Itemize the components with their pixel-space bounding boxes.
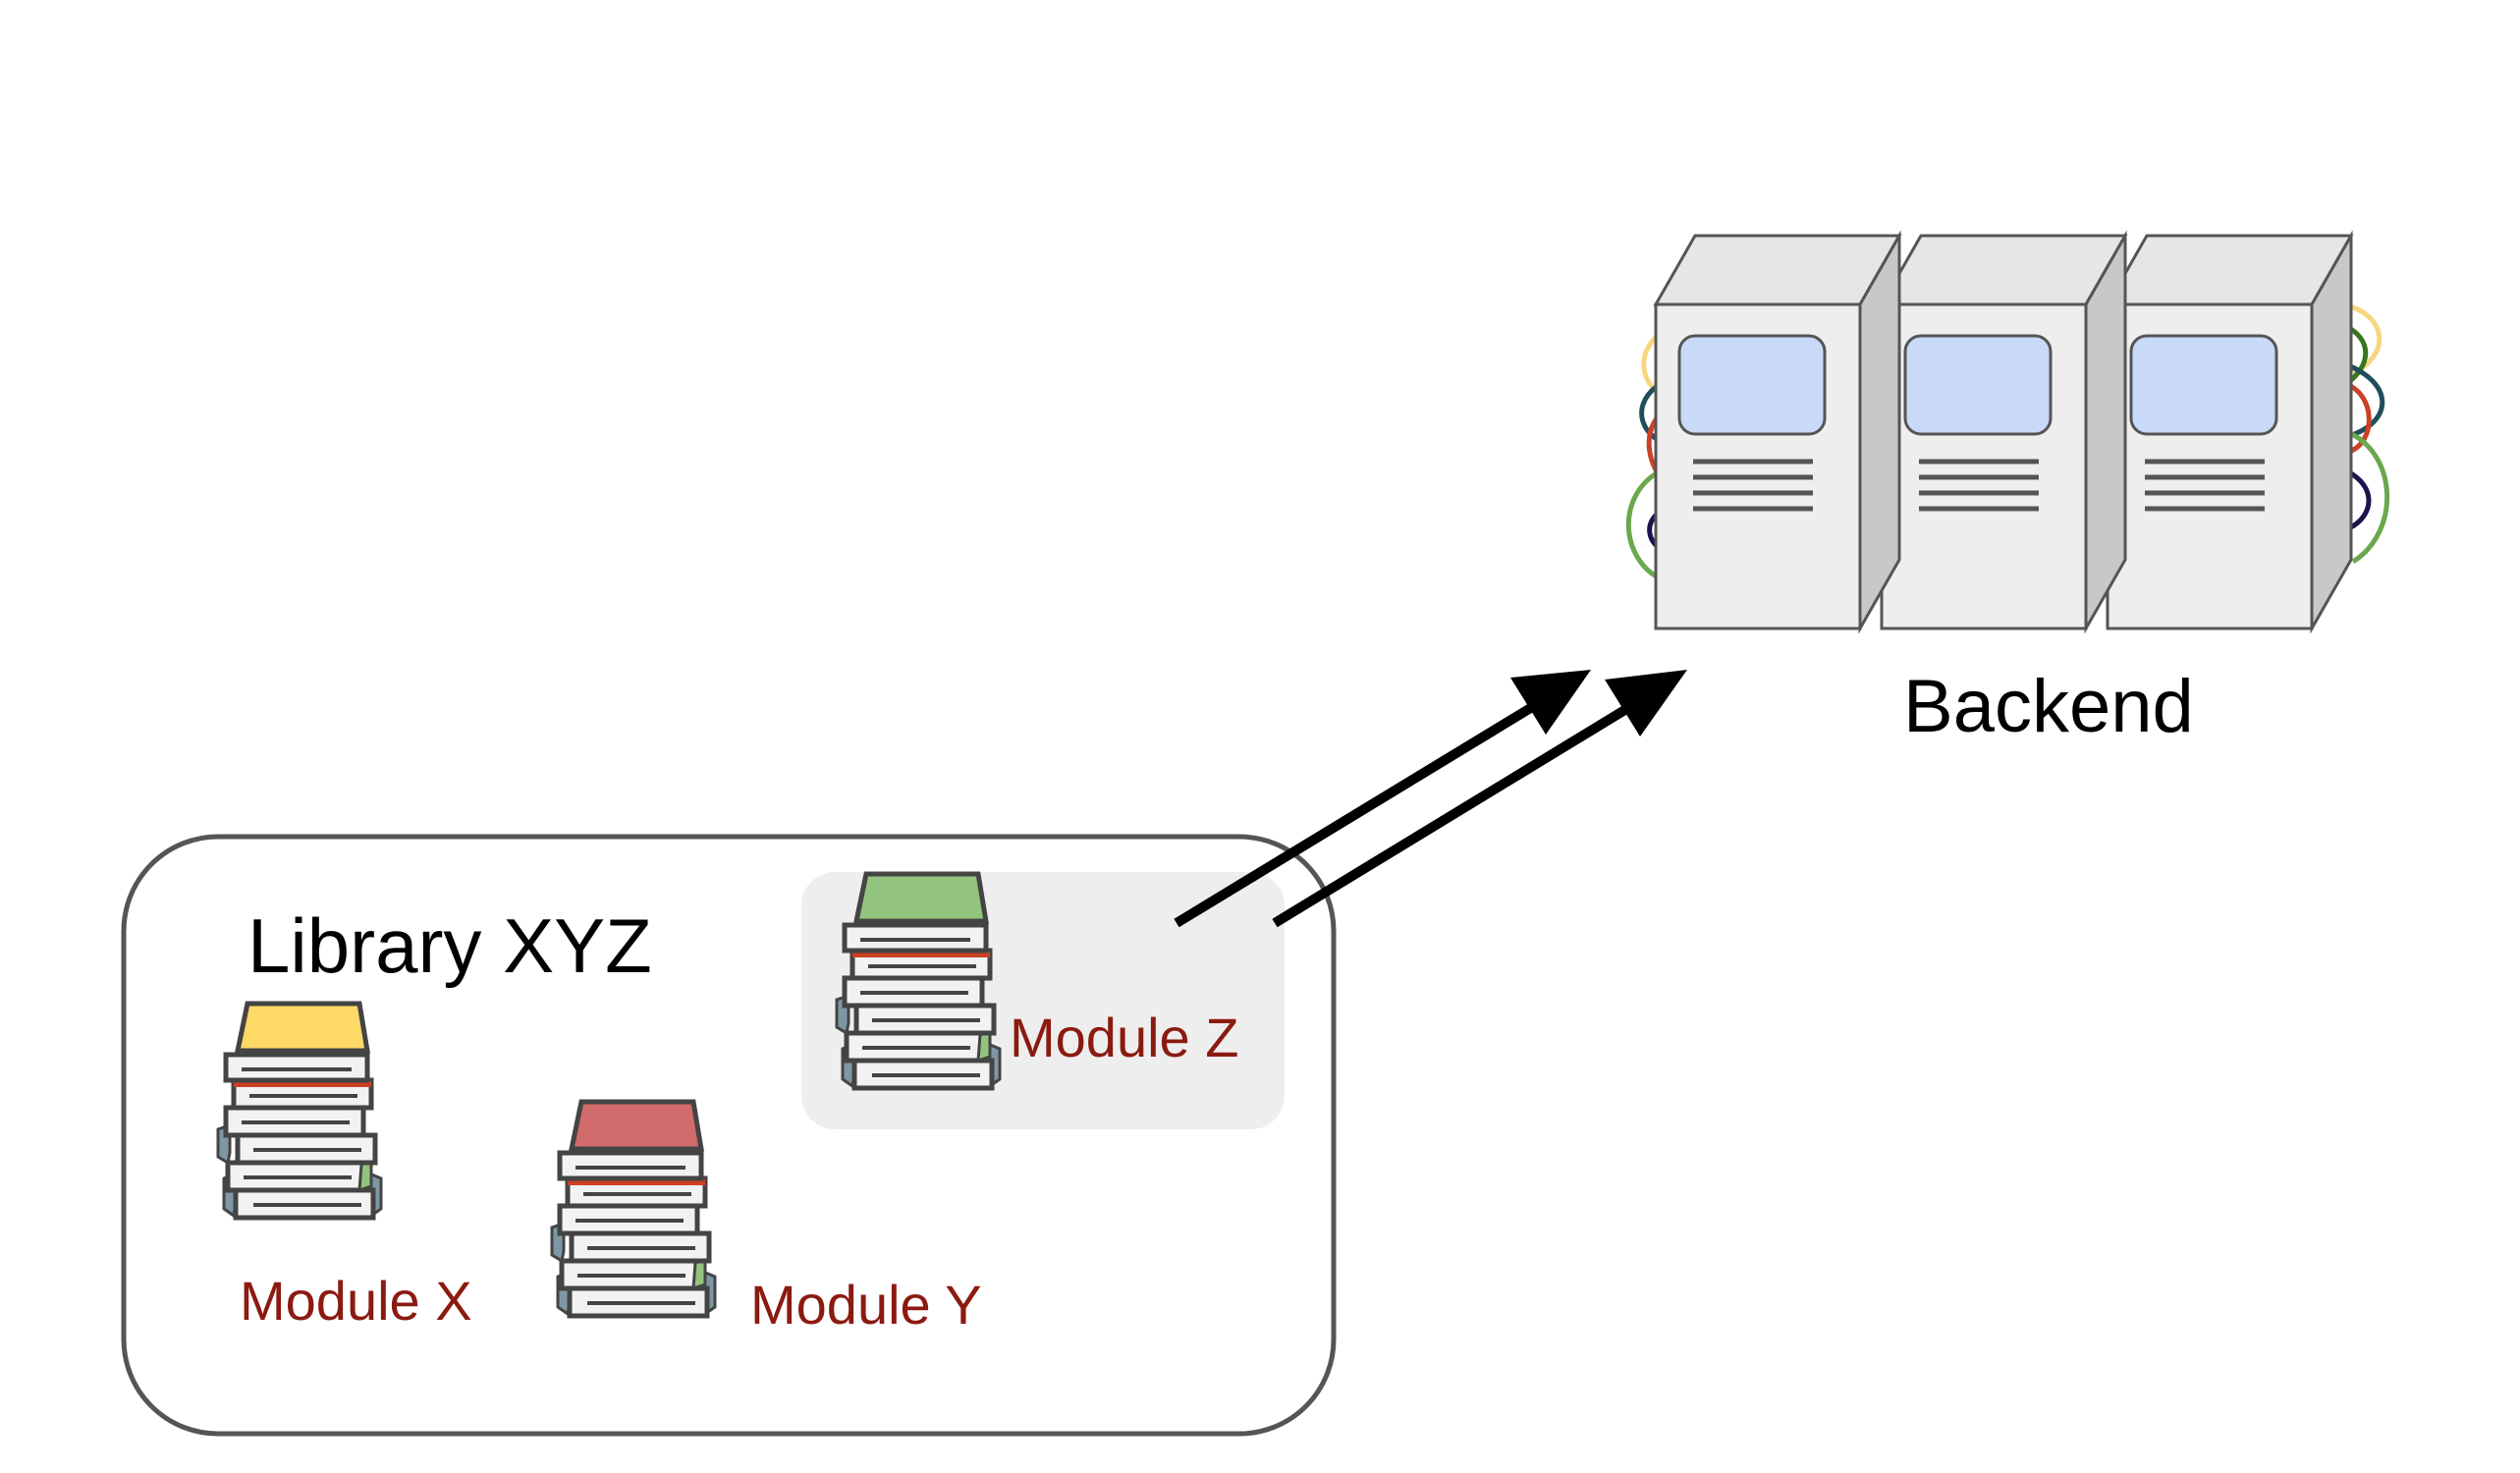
module-y-label: Module Y xyxy=(750,1274,982,1336)
backend-label: Backend xyxy=(1903,665,2194,748)
server-icon xyxy=(2108,236,2351,628)
module-x-label: Module X xyxy=(240,1270,472,1332)
module-y-book-stack-icon xyxy=(552,1099,715,1316)
library-title: Library XYZ xyxy=(247,902,652,989)
server-icon xyxy=(1882,236,2125,628)
module-x-book-stack-icon xyxy=(218,1001,381,1218)
arrow-icon xyxy=(1174,670,1591,928)
server-icon xyxy=(1656,236,1899,628)
module-z-book-stack-icon xyxy=(837,871,1000,1088)
arrow-icon xyxy=(1272,670,1687,928)
module-z-label: Module Z xyxy=(1010,1007,1239,1068)
